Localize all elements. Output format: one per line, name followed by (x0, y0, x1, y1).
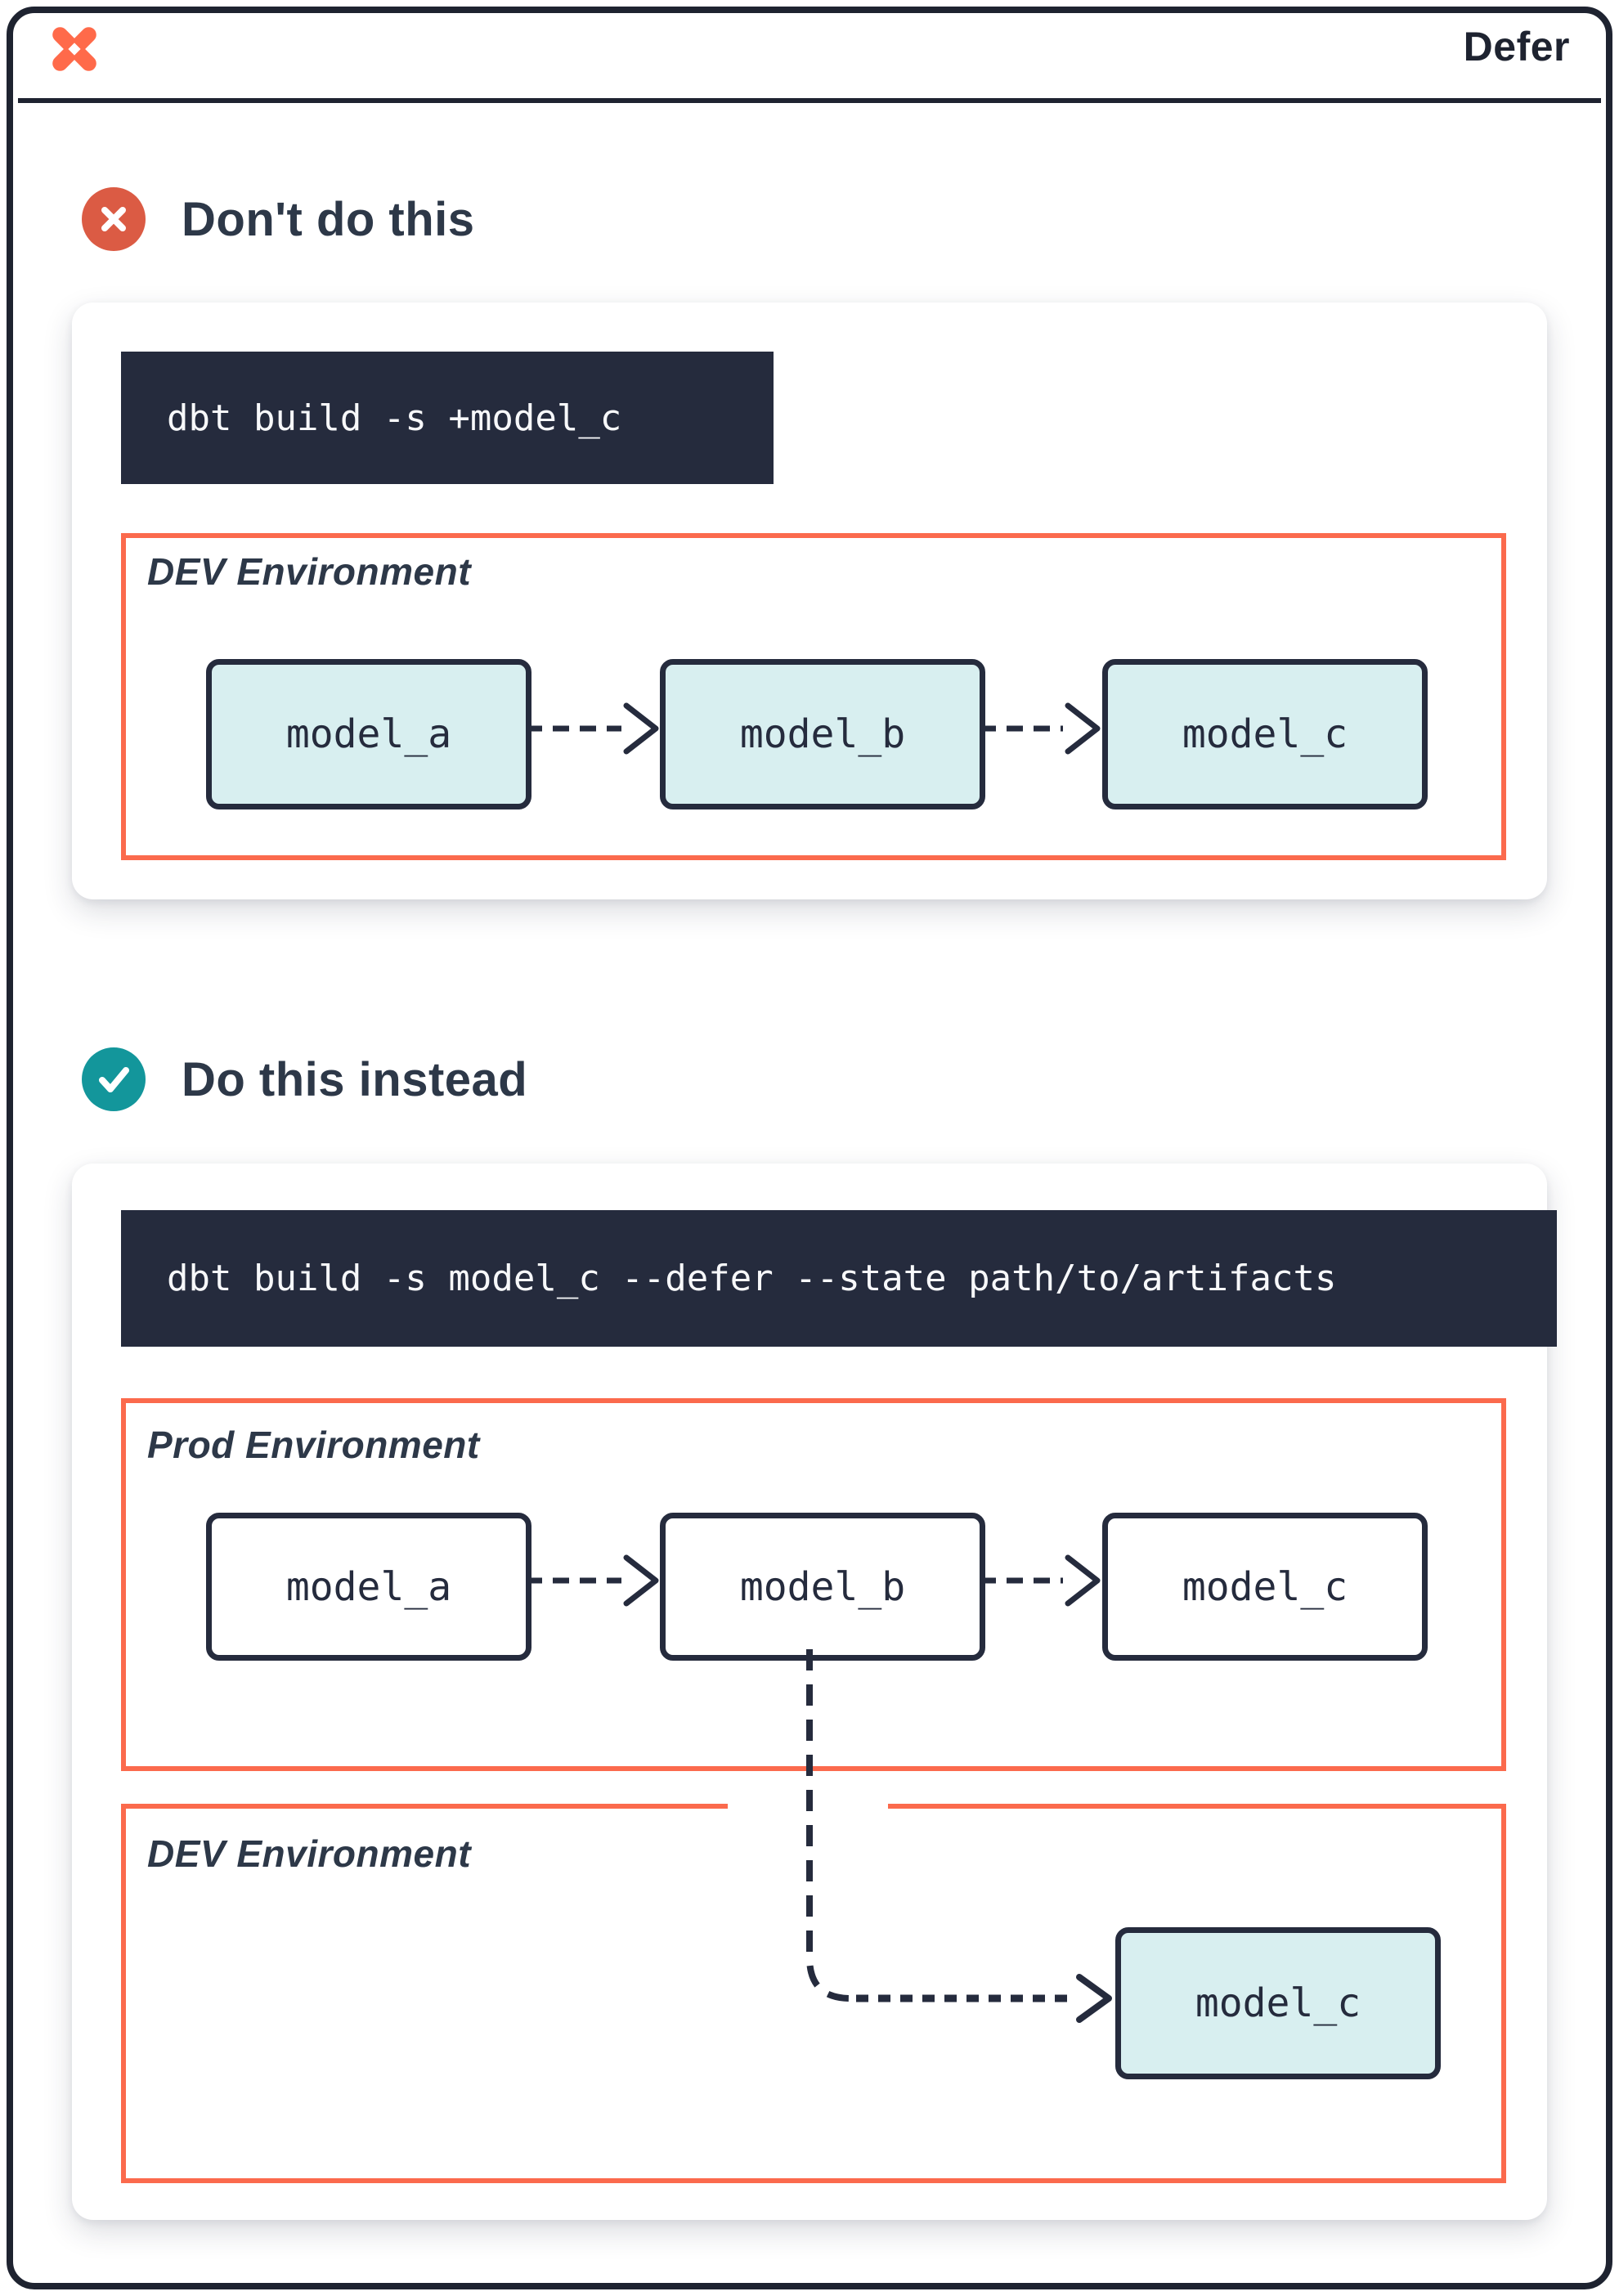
arrow-right-icon (526, 702, 659, 755)
model-node-a: model_a (206, 1513, 531, 1661)
dont-heading-row: Don't do this (82, 187, 475, 251)
env-label-dev: DEV Environment (147, 550, 472, 593)
x-circle-icon (82, 187, 146, 251)
dbt-logo-icon (52, 27, 96, 71)
command-block-dont: dbt build -s +model_c (121, 352, 774, 484)
model-node-b: model_b (660, 659, 985, 809)
model-node-c: model_c (1102, 1513, 1428, 1661)
arrow-right-icon (980, 702, 1101, 755)
title-bar (18, 13, 1601, 103)
do-heading-text: Do this instead (182, 1052, 528, 1106)
command-text: dbt build -s +model_c (167, 397, 622, 439)
env-label-dev-2: DEV Environment (147, 1832, 472, 1875)
model-node-c: model_c (1102, 659, 1428, 809)
arrow-right-icon (526, 1554, 659, 1607)
env-label-prod: Prod Environment (147, 1424, 480, 1466)
command-text: dbt build -s model_c --defer --state pat… (167, 1258, 1337, 1299)
model-node-a: model_a (206, 659, 531, 809)
model-node-b: model_b (660, 1513, 985, 1661)
check-circle-icon (82, 1047, 146, 1111)
defer-connector-arrow-icon (806, 1649, 1112, 2023)
do-heading-row: Do this instead (82, 1047, 527, 1111)
model-node-c-dev: model_c (1115, 1927, 1441, 2079)
env-box-dev (121, 533, 1506, 860)
arrow-right-icon (980, 1554, 1101, 1607)
dont-heading-text: Don't do this (182, 192, 475, 246)
window-title: Defer (1463, 24, 1570, 70)
command-block-do: dbt build -s model_c --defer --state pat… (121, 1210, 1557, 1347)
env-box-prod (121, 1398, 1506, 1771)
